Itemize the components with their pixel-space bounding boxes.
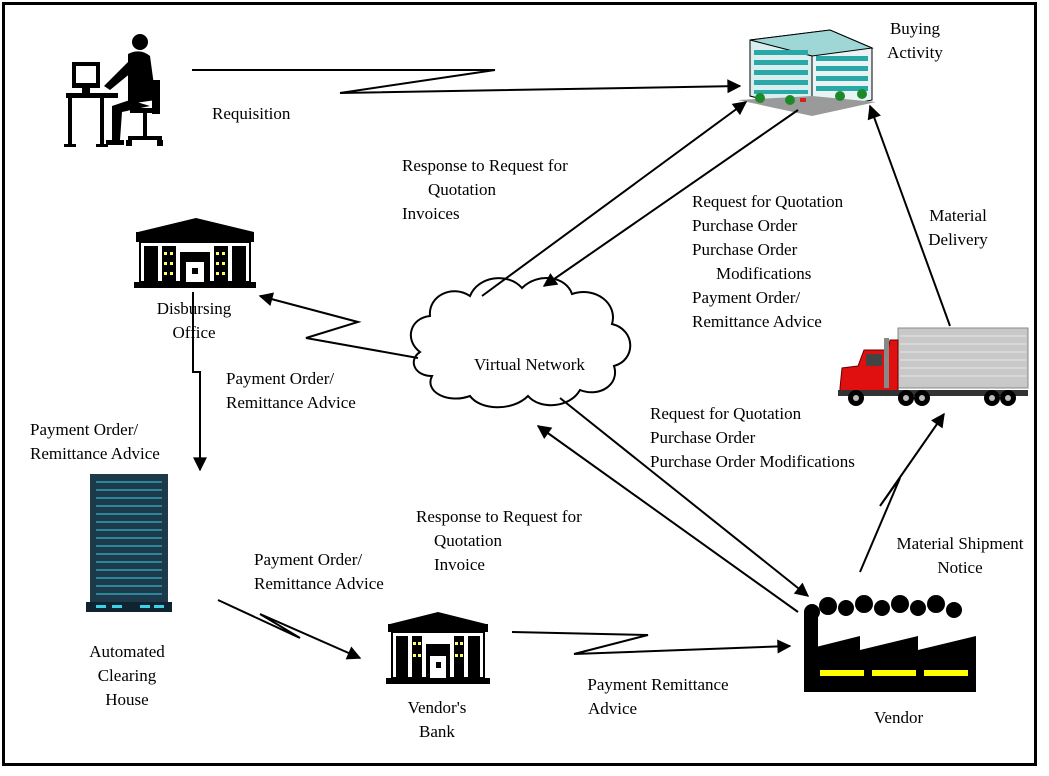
- label-line: Payment Order/: [226, 369, 335, 388]
- label-line: Response to Request for: [402, 156, 568, 175]
- label-line: Office: [172, 323, 216, 342]
- label-line: Payment Order/: [30, 420, 139, 439]
- office-building-icon: [738, 29, 876, 116]
- material-delivery-arrow: [867, 104, 951, 327]
- network-to-buying-label: Response to Request for Quotation Invoic…: [402, 154, 568, 226]
- material-delivery-label: Material Delivery: [916, 204, 1000, 252]
- vendors-bank-label: Vendor's Bank: [382, 696, 492, 744]
- truck-icon: [838, 327, 1029, 406]
- label-line: Bank: [419, 722, 455, 741]
- label-line: Material Shipment: [896, 534, 1024, 553]
- connectors: [192, 69, 951, 660]
- automated-clearing-house-label: Automated Clearing House: [72, 640, 182, 712]
- label-line: Quotation: [428, 180, 496, 199]
- label-line: Response to Request for: [416, 507, 582, 526]
- disbursing-to-ach-label: Payment Order/ Remittance Advice: [30, 418, 160, 466]
- network-to-disbursing-arrow: [258, 292, 419, 359]
- label-line: Notice: [937, 558, 983, 577]
- label-line: Remittance Advice: [30, 444, 160, 463]
- buying-to-network-arrow: [542, 109, 799, 287]
- label-line: House: [105, 690, 149, 709]
- label-line: Remittance Advice: [226, 393, 356, 412]
- label-line: Automated: [89, 642, 165, 661]
- label-line: Purchase Order Modifications: [650, 452, 855, 471]
- network-to-vendor-arrow: [559, 397, 810, 597]
- label-line: Invoice: [434, 555, 485, 574]
- label-line: Disbursing: [156, 299, 232, 318]
- label-line: Remittance Advice: [692, 312, 822, 331]
- vendor-label: Vendor: [874, 708, 924, 727]
- label-line: Buying: [889, 19, 941, 38]
- material-shipment-label: Material Shipment Notice: [880, 532, 1040, 580]
- ach-to-bank-label: Payment Order/ Remittance Advice: [254, 548, 384, 596]
- virtual-network-label: Virtual Network: [474, 355, 585, 374]
- label-line: Clearing: [97, 666, 157, 685]
- skyscraper-icon: [86, 474, 172, 612]
- material-shipment-arrow: [859, 412, 945, 573]
- label-line: Modifications: [716, 264, 812, 283]
- bank-to-vendor-arrow: [511, 631, 792, 655]
- disbursing-office-label: Disbursing Office: [139, 297, 249, 345]
- label-line: Payment Order/: [254, 550, 363, 569]
- label-line: Payment Remittance: [587, 675, 729, 694]
- label-line: Remittance Advice: [254, 574, 384, 593]
- label-line: Purchase Order: [692, 216, 798, 235]
- bank-to-vendor-label: Payment Remittance Advice: [570, 673, 746, 721]
- factory-icon: [804, 595, 976, 692]
- label-line: Activity: [887, 43, 943, 62]
- network-to-disbursing-label: Payment Order/ Remittance Advice: [226, 367, 356, 415]
- disbursing-to-ach-arrow: [192, 292, 207, 472]
- bank-building-icon: [386, 612, 490, 684]
- buying-activity-label: Buying Activity: [860, 17, 970, 65]
- label-line: Quotation: [434, 531, 502, 550]
- requisition-arrow: [192, 69, 742, 94]
- network-to-vendor-label: Request for Quotation Purchase Order Pur…: [650, 402, 855, 474]
- label-line: Material: [929, 206, 987, 225]
- label-line: Delivery: [928, 230, 988, 249]
- requisition-label: Requisition: [212, 104, 291, 123]
- label-line: Invoices: [402, 204, 460, 223]
- label-line: Request for Quotation: [692, 192, 844, 211]
- label-line: Vendor's: [407, 698, 467, 717]
- vendor-to-network-label: Response to Request for Quotation Invoic…: [416, 505, 582, 577]
- cloud-icon: [409, 276, 632, 409]
- vendor-to-network-arrow: [536, 425, 799, 613]
- person-at-computer-icon: [64, 34, 163, 147]
- buying-to-network-label: Request for Quotation Purchase Order Pur…: [692, 190, 843, 334]
- label-line: Request for Quotation: [650, 404, 802, 423]
- network-to-buying-arrow: [481, 101, 748, 297]
- bank-building-icon: [134, 218, 256, 288]
- label-line: Payment Order/: [692, 288, 801, 307]
- label-line: Purchase Order: [650, 428, 756, 447]
- label-line: Advice: [588, 699, 638, 718]
- label-line: Purchase Order: [692, 240, 798, 259]
- ach-to-bank-arrow: [217, 599, 362, 660]
